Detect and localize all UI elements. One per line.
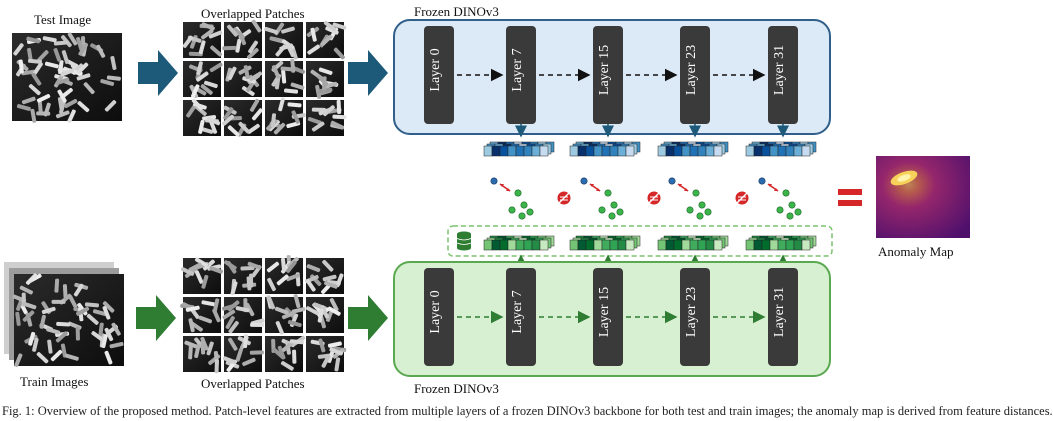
arrow-train-to-patches — [136, 295, 176, 341]
layer-block — [506, 268, 536, 366]
overlapped-patches-top — [182, 19, 347, 137]
layer-label: Layer 0 — [428, 290, 443, 333]
test-image — [12, 32, 122, 123]
arrow-patches-to-dino-top — [348, 50, 388, 96]
feature-maps-top — [483, 124, 817, 157]
layer-block — [680, 26, 710, 124]
layer-block — [680, 268, 710, 366]
layers-bottom: Layer 0 Layer 7 Layer 15 Layer 23 Layer 31 — [424, 268, 798, 366]
train-images-label: Train Images — [20, 374, 89, 389]
arrow-patches-to-dino-bottom — [348, 295, 388, 341]
layer-label: Layer 0 — [428, 48, 443, 91]
anomaly-map-image — [876, 156, 970, 238]
layers-top: Layer 0 Layer 7 Layer 15 Layer 23 Layer 31 — [424, 26, 798, 124]
layer-label: Layer 31 — [772, 287, 787, 337]
anomaly-map-label: Anomaly Map — [878, 244, 954, 259]
layer-block — [768, 268, 798, 366]
distance-comparison — [490, 177, 802, 220]
layer-label: Layer 31 — [772, 45, 787, 95]
layer-label: Layer 23 — [684, 45, 699, 95]
overlapped-patches-bottom — [180, 255, 347, 374]
frozen-dino-bottom-label: Frozen DINOv3 — [414, 381, 499, 396]
layer-block — [593, 268, 623, 366]
database-icon — [456, 231, 472, 251]
layer-block — [424, 26, 454, 124]
frozen-dino-top-label: Frozen DINOv3 — [414, 4, 499, 19]
layer-block — [768, 26, 798, 124]
layer-label: Layer 15 — [597, 287, 612, 337]
arrow-test-to-patches — [138, 50, 178, 96]
overlapped-patches-bottom-label: Overlapped Patches — [201, 376, 305, 391]
test-image-label: Test Image — [34, 12, 92, 27]
layer-block — [593, 26, 623, 124]
diagram-canvas: Layer 0 Layer 7 Layer 15 Layer 23 Layer 31 L… — [4, 19, 970, 377]
layer-block — [424, 268, 454, 366]
layer-label: Layer 7 — [510, 290, 525, 333]
memory-bank-box — [447, 225, 833, 257]
overlapped-patches-top-label: Overlapped Patches — [201, 6, 305, 21]
train-images — [4, 262, 124, 367]
layer-label: Layer 15 — [597, 45, 612, 95]
figure-caption: Fig. 1: Overview of the proposed method.… — [2, 404, 1053, 418]
layer-block — [506, 26, 536, 124]
layer-label: Layer 23 — [684, 287, 699, 337]
equals-icon — [838, 189, 862, 206]
feature-maps-bottom — [483, 235, 817, 267]
layer-label: Layer 7 — [510, 48, 525, 91]
